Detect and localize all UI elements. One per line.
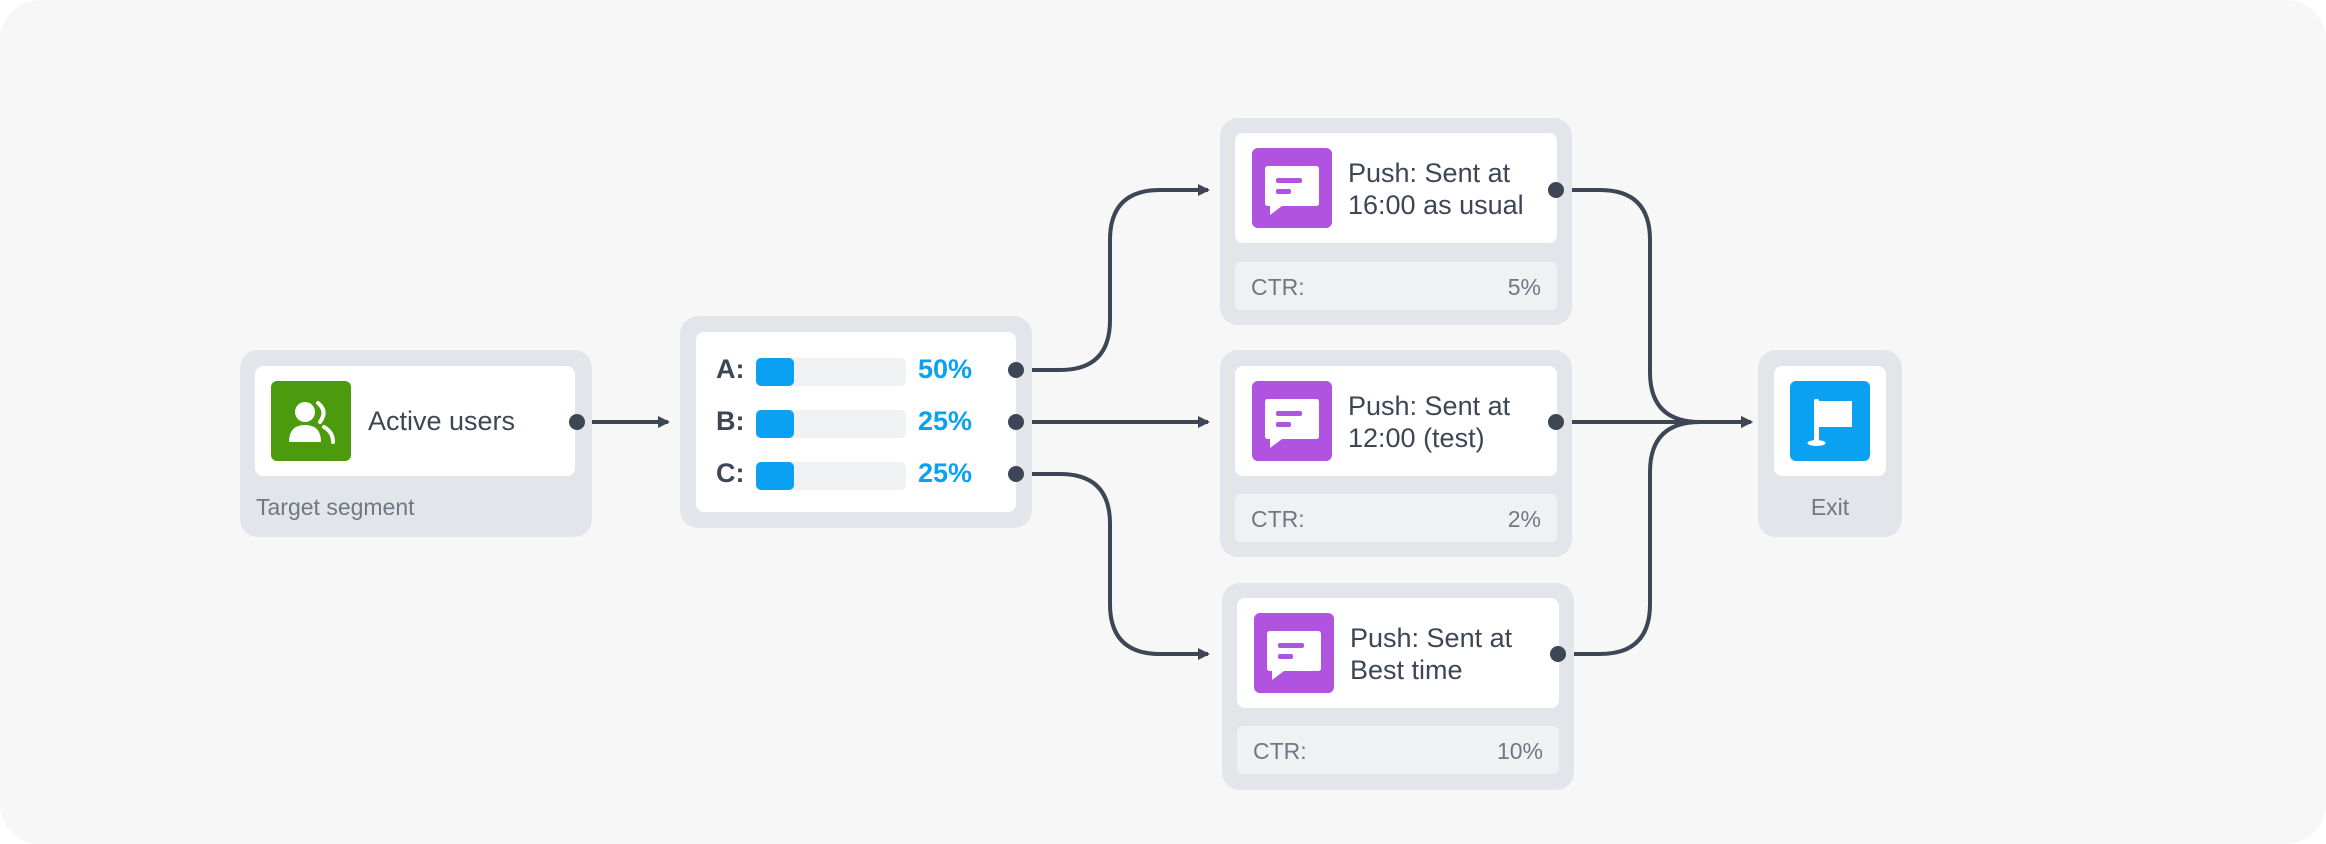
push-1-output-port[interactable] — [1548, 182, 1564, 198]
split-a-output-port[interactable] — [1008, 362, 1024, 378]
split-bar-fill — [756, 462, 794, 490]
push-node-3[interactable]: Push: Sent at Best time CTR: 10% — [1222, 583, 1574, 790]
push-title: Push: Sent at 12:00 (test) — [1348, 390, 1510, 454]
ctr-row: CTR: 2% — [1235, 494, 1557, 542]
push-node-2[interactable]: Push: Sent at 12:00 (test) CTR: 2% — [1220, 350, 1572, 557]
split-bar-fill — [756, 410, 794, 438]
split-row-a: A: 50% — [696, 350, 1016, 390]
split-bar-fill — [756, 358, 794, 386]
split-card: A: 50% B: 25% C: 25% — [696, 332, 1016, 512]
split-letter: B: — [716, 406, 745, 436]
ctr-label: CTR: — [1251, 274, 1305, 300]
segment-node[interactable]: Active users Target segment — [240, 350, 592, 537]
push-title-line2: 12:00 (test) — [1348, 423, 1485, 453]
connector-push-1-to-exit — [1556, 188, 1753, 428]
split-percent: 25% — [918, 458, 973, 488]
push-3-output-port[interactable] — [1550, 646, 1566, 662]
message-icon — [1254, 613, 1334, 693]
split-bar — [756, 358, 906, 386]
split-bar — [756, 462, 906, 490]
exit-card — [1774, 366, 1886, 476]
push-title: Push: Sent at 16:00 as usual — [1348, 157, 1524, 221]
exit-caption: Exit — [1810, 494, 1850, 520]
push-card: Push: Sent at Best time — [1237, 598, 1559, 708]
split-row-c: C: 25% — [696, 454, 1016, 494]
ctr-row: CTR: 5% — [1235, 262, 1557, 310]
segment-label: Active users — [368, 406, 516, 436]
segment-card: Active users — [255, 366, 575, 476]
split-percent: 25% — [918, 406, 973, 436]
exit-node[interactable]: Exit — [1758, 350, 1902, 537]
ctr-row: CTR: 10% — [1237, 726, 1559, 774]
push-title-line1: Push: Sent at — [1348, 391, 1511, 421]
connector-push-3-to-exit — [1558, 420, 1701, 656]
push-title-line1: Push: Sent at — [1348, 158, 1511, 188]
ctr-label: CTR: — [1251, 506, 1305, 532]
ctr-value: 2% — [1507, 506, 1541, 532]
push-2-output-port[interactable] — [1548, 414, 1564, 430]
push-title: Push: Sent at Best time — [1350, 622, 1512, 686]
ctr-label: CTR: — [1253, 738, 1307, 764]
segment-output-port[interactable] — [569, 414, 585, 430]
split-letter: C: — [716, 458, 745, 488]
split-letter: A: — [716, 354, 745, 384]
connector-split-c-to-push-3 — [1016, 472, 1210, 660]
split-bar — [756, 410, 906, 438]
segment-caption: Target segment — [256, 494, 415, 520]
push-card: Push: Sent at 12:00 (test) — [1235, 366, 1557, 476]
connector-split-a-to-push-1 — [1016, 184, 1210, 372]
push-title-line2: Best time — [1350, 655, 1463, 685]
flag-icon — [1790, 381, 1870, 461]
split-node[interactable]: A: 50% B: 25% C: 25% — [680, 316, 1032, 528]
push-title-line2: 16:00 as usual — [1348, 190, 1524, 220]
push-title-line1: Push: Sent at — [1350, 623, 1513, 653]
split-b-output-port[interactable] — [1008, 414, 1024, 430]
split-percent: 50% — [918, 354, 973, 384]
split-row-b: B: 25% — [696, 402, 1016, 442]
users-icon — [271, 381, 351, 461]
split-c-output-port[interactable] — [1008, 466, 1024, 482]
message-icon — [1252, 148, 1332, 228]
push-node-1[interactable]: Push: Sent at 16:00 as usual CTR: 5% — [1220, 118, 1572, 325]
ctr-value: 10% — [1496, 738, 1543, 764]
push-card: Push: Sent at 16:00 as usual — [1235, 133, 1557, 243]
message-icon — [1252, 381, 1332, 461]
ctr-value: 5% — [1507, 274, 1541, 300]
